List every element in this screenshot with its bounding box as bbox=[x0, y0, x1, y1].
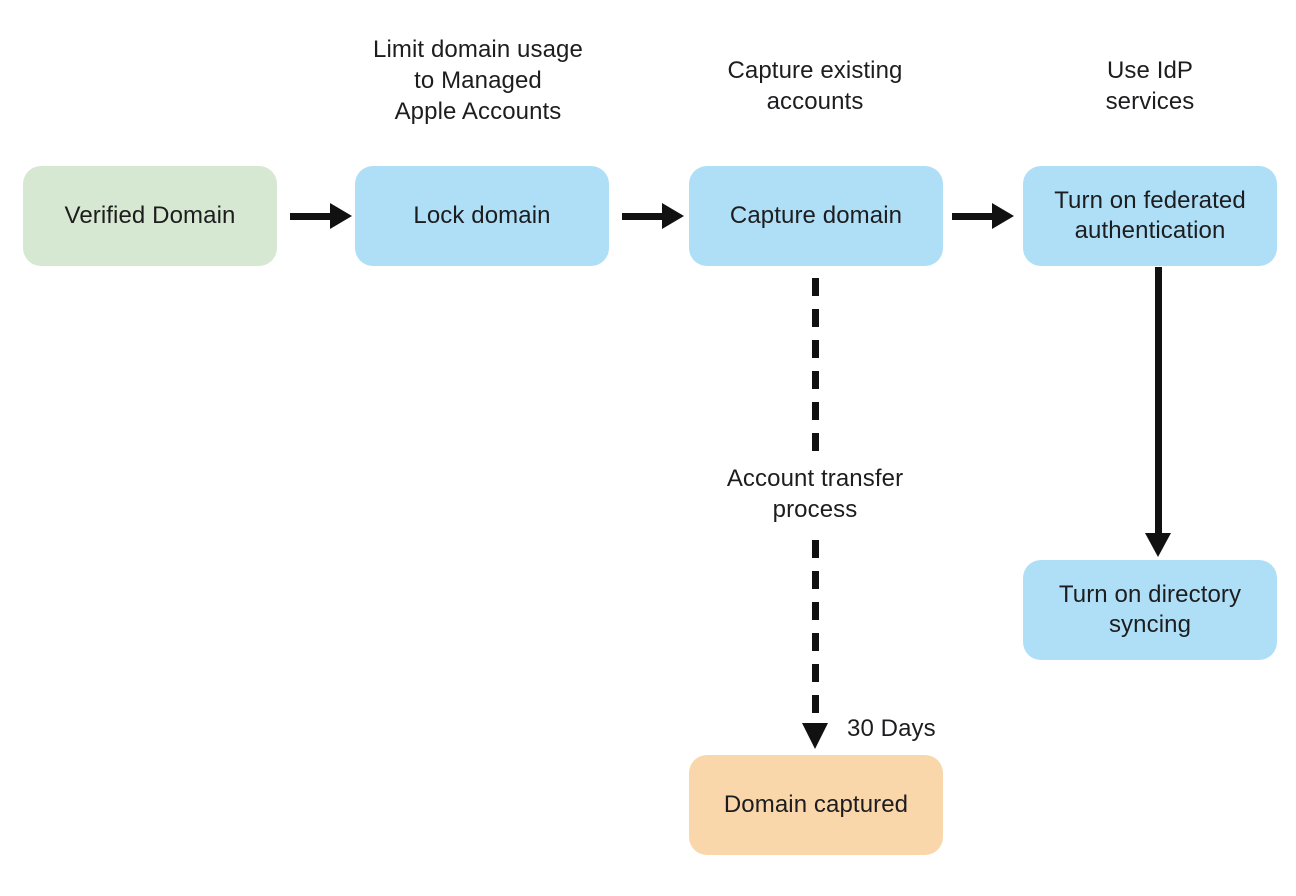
node-turn-on-federated-authentication: Turn on federated authentication bbox=[1023, 166, 1277, 266]
arrow-lock-to-capture bbox=[622, 203, 684, 229]
arrow-head-icon bbox=[1145, 533, 1171, 557]
arrow-shaft bbox=[622, 213, 666, 220]
edge-label-account-transfer-process: Account transfer process bbox=[726, 465, 904, 523]
node-turn-on-directory-syncing: Turn on directory syncing bbox=[1023, 560, 1277, 660]
arrow-head-icon bbox=[662, 203, 684, 229]
node-turn-on-federated-authentication-label: Turn on federated authentication bbox=[1054, 187, 1246, 244]
dashed-arrow-lower-segment bbox=[812, 540, 819, 723]
dashed-arrow-head-icon bbox=[802, 723, 828, 749]
arrow-head-icon bbox=[992, 203, 1014, 229]
node-verified-domain-label: Verified Domain bbox=[64, 202, 236, 229]
node-capture-domain-label: Capture domain bbox=[729, 202, 903, 229]
annotation-capture-existing-accounts: Capture existing accounts bbox=[727, 57, 903, 115]
node-domain-captured: Domain captured bbox=[689, 755, 943, 855]
arrow-capture-to-federated bbox=[952, 203, 1014, 229]
dashed-arrow-upper-segment bbox=[812, 278, 819, 454]
node-lock-domain: Lock domain bbox=[355, 166, 609, 266]
node-domain-captured-label: Domain captured bbox=[723, 791, 909, 818]
node-lock-domain-label: Lock domain bbox=[413, 202, 551, 229]
annotation-limit-domain-usage: Limit domain usage to Managed Apple Acco… bbox=[373, 36, 583, 125]
arrow-head-icon bbox=[330, 203, 352, 229]
arrow-shaft bbox=[1155, 267, 1162, 535]
edge-label-30-days: 30 Days bbox=[847, 715, 936, 742]
node-verified-domain: Verified Domain bbox=[23, 166, 277, 266]
arrow-shaft bbox=[290, 213, 334, 220]
node-turn-on-directory-syncing-label: Turn on directory syncing bbox=[1058, 581, 1242, 638]
annotation-use-idp-services: Use IdP services bbox=[1105, 57, 1195, 115]
arrow-federated-to-directory bbox=[1145, 267, 1171, 557]
node-capture-domain: Capture domain bbox=[689, 166, 943, 266]
arrow-shaft bbox=[952, 213, 996, 220]
arrow-verified-to-lock bbox=[290, 203, 352, 229]
